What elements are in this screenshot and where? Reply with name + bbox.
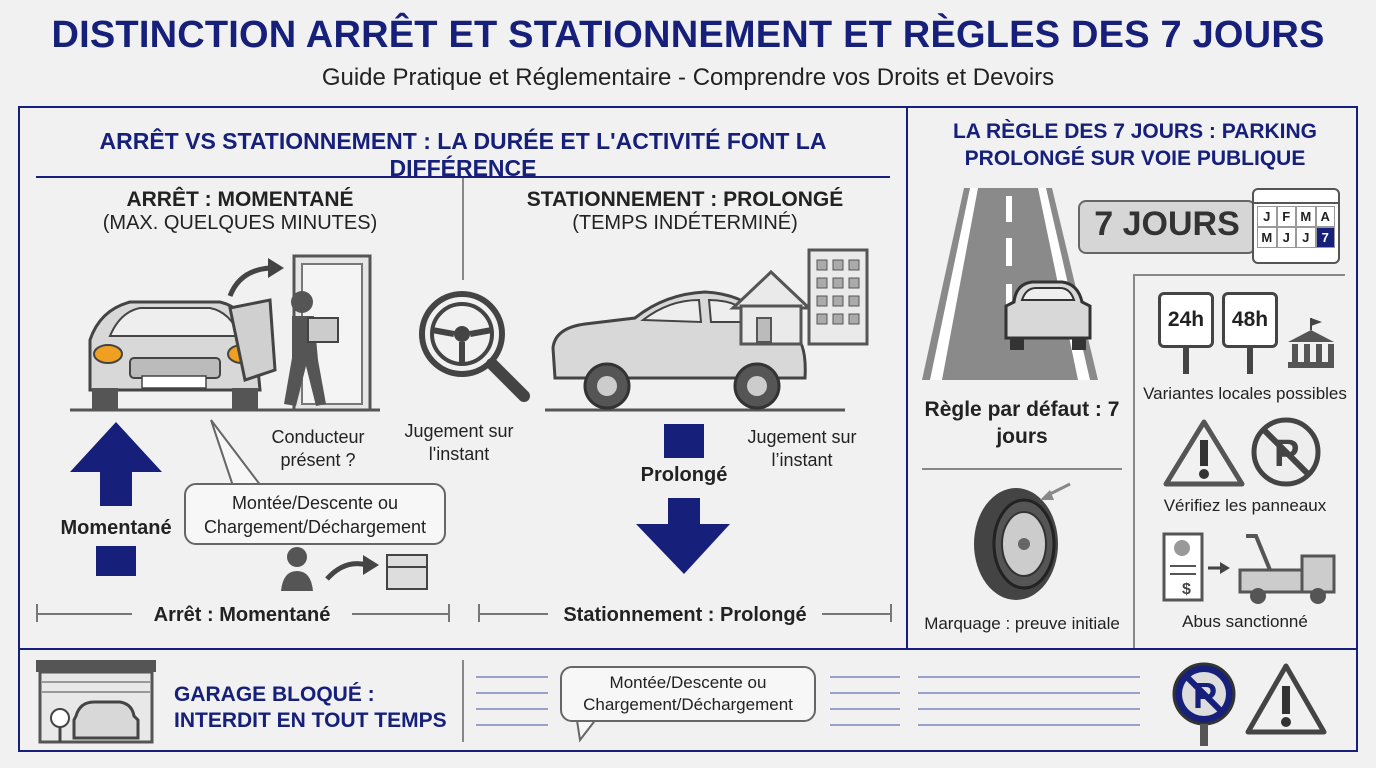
seven-days-badge xyxy=(1078,200,1256,254)
calendar-cell: J xyxy=(1276,227,1296,248)
sign-24h xyxy=(1158,292,1214,348)
calendar-cell: F xyxy=(1276,206,1296,227)
calendar-icon: J F M A M J J 7 xyxy=(1252,188,1340,264)
arret-scale-tick-left xyxy=(36,604,38,622)
momentane-arrow-label: Momentané xyxy=(60,517,172,539)
abuse-label: Abus sanctionné xyxy=(1182,612,1308,631)
center-judgement-label: Jugement sur l'instant xyxy=(404,421,514,464)
marking-label: Marquage : preuve initiale xyxy=(924,614,1120,633)
placeholder-line xyxy=(476,676,548,678)
momentane-up-arrow xyxy=(70,422,162,576)
stationnement-subtitle: (TEMPS INDÉTERMINÉ) xyxy=(572,212,798,234)
prolonge-arrow-label: Prolongé xyxy=(640,464,728,486)
road-illustration xyxy=(922,188,1098,380)
arret-speech-bubble: Montée/Descente ou Chargement/Déchargeme… xyxy=(184,483,446,545)
arret-subtitle: (MAX. QUELQUES MINUTES) xyxy=(102,212,378,234)
panel-divider xyxy=(906,106,908,649)
sign-24h-post xyxy=(1183,348,1189,374)
arret-scale-tick-right xyxy=(448,604,450,622)
sign-48h-post xyxy=(1247,348,1253,374)
stationnement-judgement-label: Jugement sur l’instant xyxy=(747,427,857,470)
person-loading-icon xyxy=(281,547,428,591)
placeholder-line xyxy=(476,724,548,726)
placeholder-line xyxy=(476,708,548,710)
calendar-cell: J xyxy=(1257,206,1277,227)
placeholder-line xyxy=(918,676,1140,678)
right-inner-rule xyxy=(922,468,1122,470)
calendar-cell: A xyxy=(1315,206,1335,227)
calendar-cell: M xyxy=(1257,227,1277,248)
placeholder-line xyxy=(830,708,900,710)
sign-24h-label: 24h xyxy=(1167,308,1205,331)
stationnement-scale-tick-right xyxy=(890,604,892,622)
blocked-garage-icon xyxy=(36,660,156,744)
page-title: DISTINCTION ARRÊT ET STATIONNEMENT ET RÈ… xyxy=(51,14,1325,56)
placeholder-line xyxy=(830,692,900,694)
arret-title: ARRÊT : MOMENTANÉ xyxy=(126,188,354,211)
left-heading-rule xyxy=(36,176,890,178)
placeholder-line xyxy=(476,692,548,694)
calendar-cell-highlight: 7 xyxy=(1315,227,1335,248)
seven-days-badge-label: 7 JOURS xyxy=(1094,205,1240,243)
placeholder-line xyxy=(830,676,900,678)
left-panel-heading: ARRÊT VS STATIONNEMENT : LA DURÉE ET L'A… xyxy=(99,128,827,181)
bottom-speech-bubble: Montée/Descente ou Chargement/Déchargeme… xyxy=(560,666,816,722)
no-parking-sign-icon: P xyxy=(1172,662,1236,746)
sign-48h xyxy=(1222,292,1278,348)
default-rule-label: Règle par défaut : 7 jours xyxy=(924,398,1120,448)
stationnement-scale-label: Stationnement : Prolongé xyxy=(548,604,822,627)
bottom-divider xyxy=(18,648,1358,650)
right-sub-divider xyxy=(1133,274,1135,648)
conducteur-question: Conducteur présent ? xyxy=(271,427,365,470)
warning-icon xyxy=(1163,419,1245,487)
svg-text:$: $ xyxy=(1182,581,1191,598)
page-subtitle: Guide Pratique et Réglementaire - Compre… xyxy=(321,64,1055,91)
tire-marking-icon xyxy=(974,482,1071,600)
calendar-cell: J xyxy=(1296,227,1316,248)
no-parking-icon: P xyxy=(1251,417,1321,487)
right-panel-heading: LA RÈGLE DES 7 JOURS : PARKING PROLONGÉ … xyxy=(952,120,1318,170)
bottom-warning-icon xyxy=(1245,663,1327,735)
placeholder-line xyxy=(918,692,1140,694)
town-hall-icon xyxy=(1288,318,1334,368)
stationnement-illustration xyxy=(545,248,869,412)
placeholder-line xyxy=(918,724,1140,726)
steering-wheel-magnifier-icon xyxy=(419,291,530,402)
left-column-divider xyxy=(462,178,464,280)
bottom-divider-vertical xyxy=(462,660,464,742)
stationnement-title: STATIONNEMENT : PROLONGÉ xyxy=(526,188,844,211)
local-variants-label: Variantes locales possibles xyxy=(1143,384,1347,403)
placeholder-line xyxy=(918,708,1140,710)
garage-blocked-label: GARAGE BLOQUÉ : INTERDIT EN TOUT TEMPS xyxy=(174,683,447,732)
arret-scale-label: Arrêt : Momentané xyxy=(132,604,352,627)
prolonge-down-arrow xyxy=(636,424,730,574)
arret-illustration xyxy=(70,254,380,412)
fine-tow-truck-icon: $ xyxy=(1162,532,1336,604)
stationnement-scale-tick-left xyxy=(478,604,480,622)
main-frame xyxy=(18,106,1358,752)
check-signs-label: Vérifiez les panneaux xyxy=(1163,496,1327,515)
sign-48h-label: 48h xyxy=(1231,308,1269,331)
right-sub-top xyxy=(1133,274,1345,276)
calendar-cell: M xyxy=(1296,206,1316,227)
placeholder-line xyxy=(830,724,900,726)
